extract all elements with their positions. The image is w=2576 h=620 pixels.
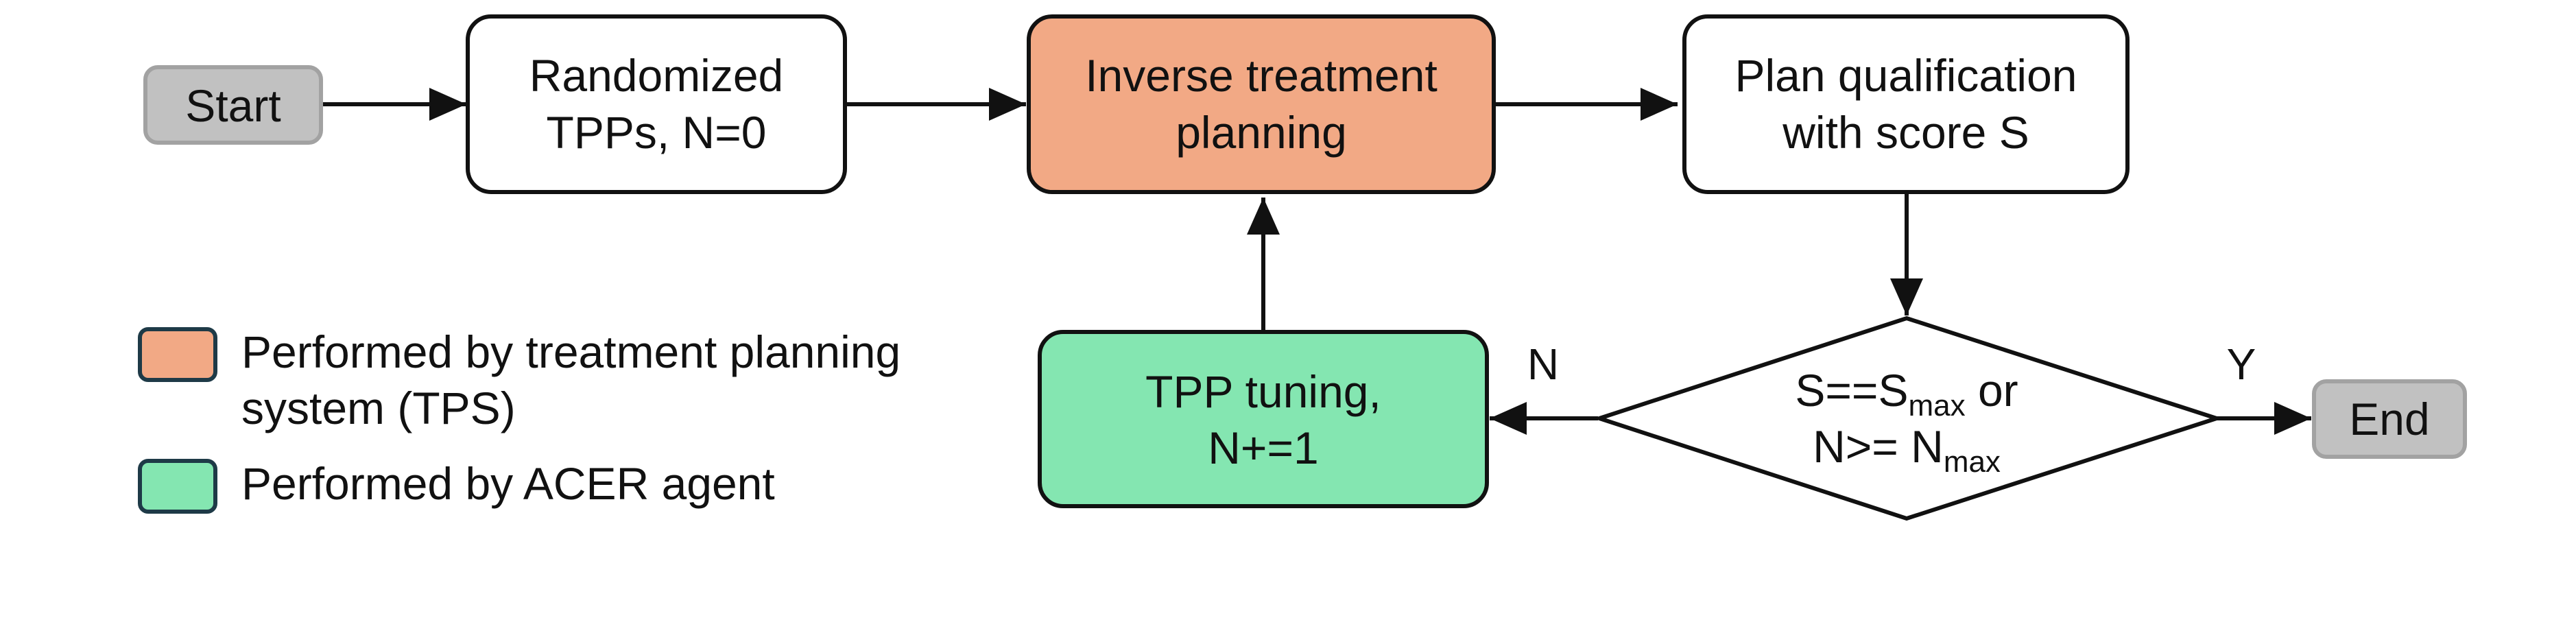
legend-agent-label: Performed by ACER agent [241,458,775,509]
randomized-tpps-box [466,14,847,194]
decision-line2: N>= Nmax [1813,421,2001,479]
start-node-box [143,65,323,145]
inverse-planning-node: Inverse treatment planning [1027,14,1496,194]
edge-label-no: N [1527,339,1559,389]
plan-qualification-node: Plan qualification with score S [1682,14,2130,194]
legend-tps-line1: Performed by treatment planning [241,326,901,377]
decision-diamond [1593,315,2223,521]
randomized-tpps-line1: Randomized [529,50,784,101]
tpp-tuning-node: TPP tuning, N+=1 [1038,330,1489,508]
legend-tps-swatch [138,327,217,382]
legend-agent-swatch [138,459,217,514]
plan-qualification-line1: Plan qualification [1735,50,2077,101]
plan-qualification-box [1682,14,2130,194]
inverse-planning-line1: Inverse treatment [1085,50,1438,101]
plan-qualification-line2: with score S [1782,107,2029,158]
inverse-planning-line2: planning [1176,107,1347,158]
decision-node: S==Smax or N>= Nmax [1593,315,2223,521]
tpp-tuning-box [1038,330,1489,508]
randomized-tpps-node: Randomized TPPs, N=0 [466,14,847,194]
legend-tps-line2: system (TPS) [241,383,516,433]
inverse-planning-box [1027,14,1496,194]
tpp-tuning-line1: TPP tuning, [1145,366,1381,417]
start-node-label: Start [185,80,281,131]
tpp-tuning-line2: N+=1 [1208,422,1318,473]
decision-line1: S==Smax or [1795,365,2018,422]
end-node-box [2312,379,2467,459]
end-node: End [2312,379,2467,459]
start-node: Start [143,65,323,145]
randomized-tpps-line2: TPPs, N=0 [547,107,767,158]
legend: Performed by treatment planning system (… [138,326,901,514]
edges [322,88,2311,435]
end-node-label: End [2349,394,2429,444]
edge-label-yes: Y [2227,339,2256,389]
